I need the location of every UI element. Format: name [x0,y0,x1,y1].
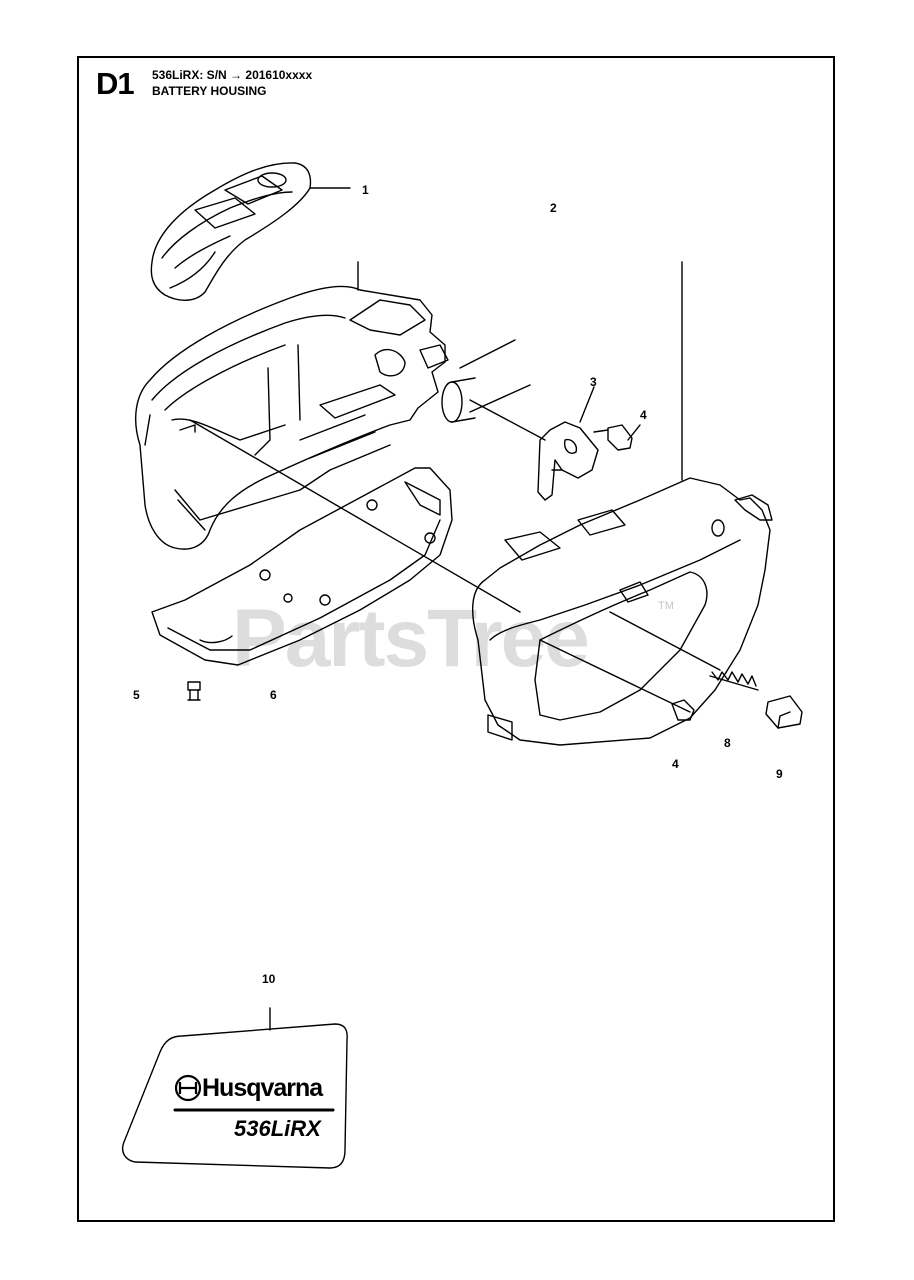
part-4-screw-bottom [671,699,695,721]
part-1-top-cover [150,162,351,301]
part-2-left-housing [135,261,449,550]
diagram-frame [77,56,835,1222]
decal-brand: Husqvarna [202,1074,323,1102]
assembly-lines [189,419,721,713]
watermark: PartsTree [232,593,590,684]
callout-9: 9 [776,767,783,781]
part-6-bottom-cover [151,467,453,666]
part-5-screw [187,681,201,701]
part-4-screw-top [593,424,641,451]
part-10-decal [121,1023,348,1169]
husqvarna-logo-icon [174,1074,202,1102]
callout-2: 2 [550,201,557,215]
part-9-latch [765,695,803,729]
arrow-right-icon: → [230,68,243,82]
callout-4-top: 4 [640,408,647,422]
model-serial: 536LiRX: S/N [152,68,227,82]
callout-10: 10 [262,972,276,986]
serial-prefix: 201610xxxx [245,68,313,82]
part-8-spring [709,671,759,691]
model-serial-line: 536LiRX: S/N → 201610xxxx [152,68,312,82]
tube-insert [441,377,476,423]
callout-1: 1 [362,183,369,197]
watermark-tm: TM [658,600,674,612]
section-title: BATTERY HOUSING [152,84,267,98]
part-3-bracket [459,339,599,501]
callout-5: 5 [133,688,140,702]
callout-6: 6 [270,688,277,702]
decal-model: 536LiRX [234,1116,321,1141]
callout-8: 8 [724,736,731,750]
part-right-housing [471,261,773,746]
callout-3: 3 [590,375,597,389]
section-code: D1 [96,66,135,101]
callout-4-bottom: 4 [672,757,679,771]
